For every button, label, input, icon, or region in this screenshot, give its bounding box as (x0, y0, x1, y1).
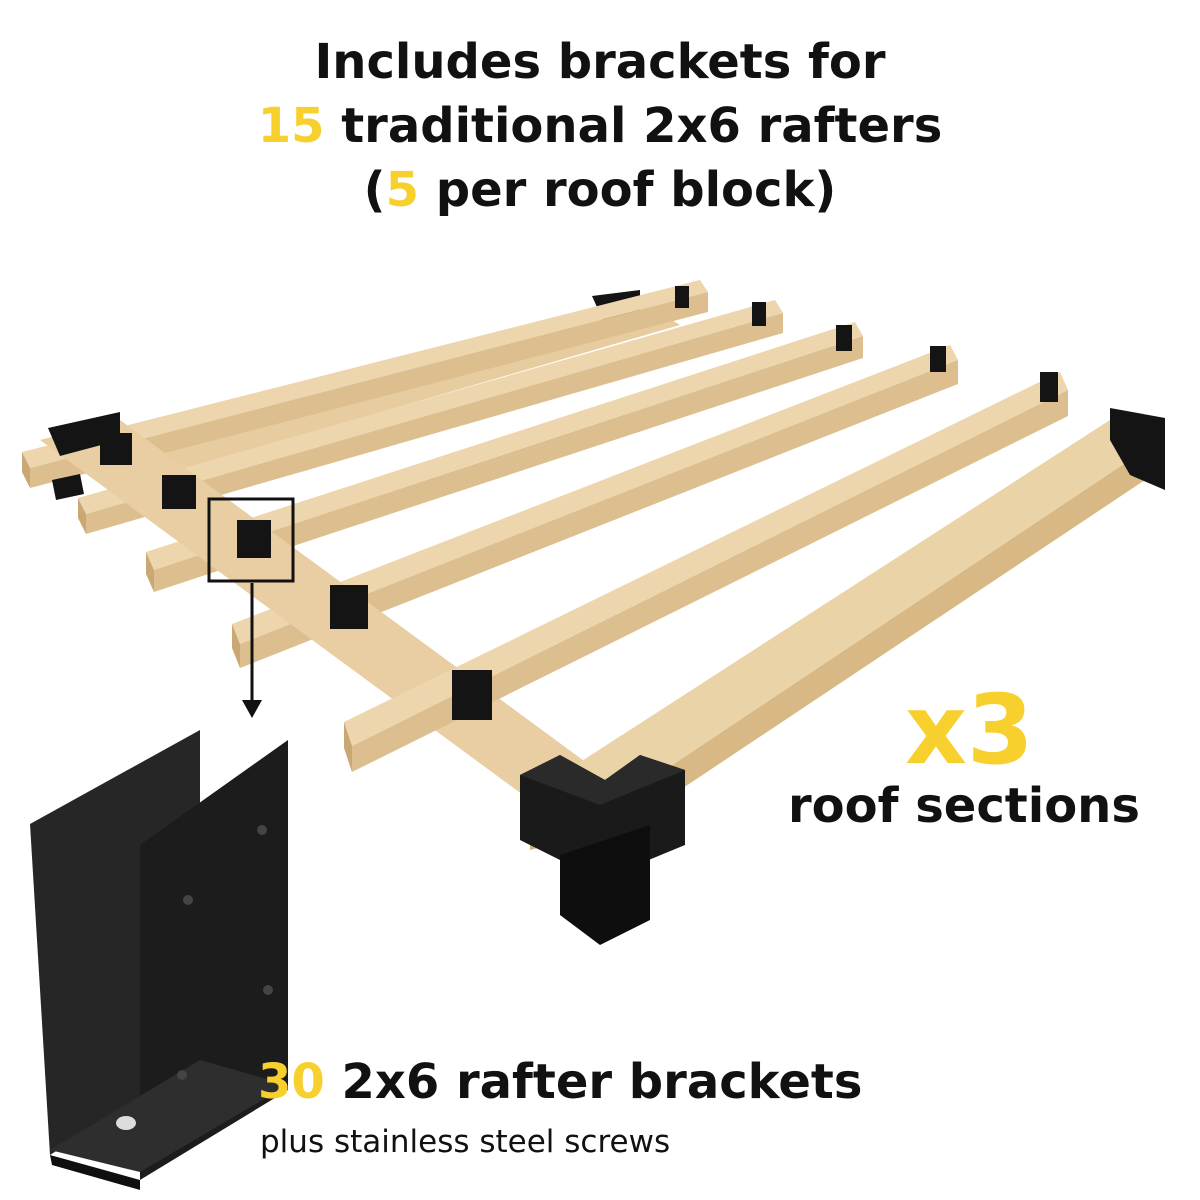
rafter-description: traditional 2x6 rafters (324, 98, 943, 154)
rafter-bracket-2 (752, 302, 766, 326)
rafter-bracket-icon (30, 730, 288, 1190)
headline-line-1: Includes brackets for (314, 34, 886, 90)
headline-line-2: 15 traditional 2x6 rafters (0, 94, 1200, 158)
bracket-count-number: 30 (258, 1054, 325, 1110)
multiplier-value: x3 (905, 674, 1034, 786)
rafter-bracket-3 (836, 325, 852, 351)
corner-bracket-front (520, 755, 685, 945)
rafter-bracket-7 (162, 475, 196, 509)
paren-open: ( (363, 162, 386, 218)
rafter-3 (146, 322, 863, 592)
highlight-box (207, 497, 295, 583)
rafter-bracket-1 (675, 286, 689, 308)
rafter-bracket-9 (330, 585, 368, 629)
right-beam (560, 420, 1160, 830)
rafter-2 (78, 300, 783, 534)
per-block-text: per roof block) (419, 162, 837, 218)
corner-bracket-right (1110, 408, 1165, 490)
rafter-1 (22, 280, 708, 488)
rafter-count: 15 (257, 98, 325, 154)
bracket-count-line: 30 2x6 rafter brackets (258, 1052, 862, 1112)
rafter-5 (344, 372, 1068, 772)
rafter-bracket-10 (452, 670, 492, 720)
down-arrow-icon (242, 583, 262, 718)
bracket-subtext: plus stainless steel screws (260, 1124, 671, 1160)
per-block-count: 5 (385, 162, 419, 218)
rafter-4 (232, 345, 958, 668)
headline-line-3: (5 per roof block) (0, 158, 1200, 222)
rafter-bracket-8 (237, 520, 271, 558)
rafter-brackets (100, 286, 1058, 720)
multiplier-label: roof sections (788, 778, 1140, 834)
headline: Includes brackets for 15 traditional 2x6… (0, 30, 1200, 222)
corner-bracket-left (48, 412, 120, 500)
rafter-bracket-4 (930, 346, 946, 372)
bracket-count-text: 2x6 rafter brackets (324, 1054, 863, 1110)
rafter-bracket-5 (1040, 372, 1058, 402)
